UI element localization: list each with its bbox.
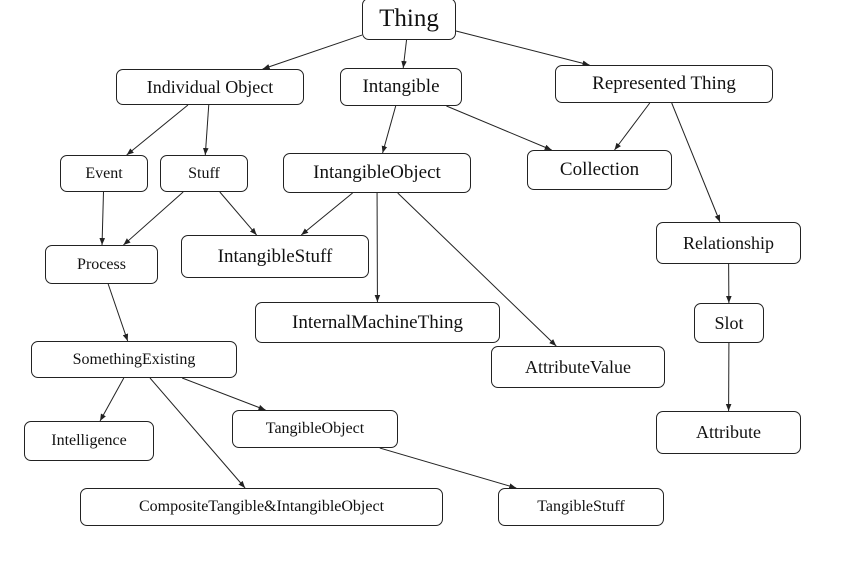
edge-intangible-to-collection <box>446 105 552 151</box>
edge-thing-to-intangible <box>401 39 408 69</box>
edge-something-existing-to-intelligence <box>99 377 125 422</box>
node-relationship: Relationship <box>656 222 801 264</box>
edge-represented-thing-to-relationship <box>671 102 721 223</box>
node-process: Process <box>45 245 158 284</box>
node-attribute-value: AttributeValue <box>491 346 665 388</box>
node-represented-thing: Represented Thing <box>555 65 773 103</box>
node-tangible-stuff: TangibleStuff <box>498 488 664 526</box>
edge-something-existing-to-tangible-object <box>182 377 266 411</box>
node-attribute: Attribute <box>656 411 801 454</box>
edge-stuff-to-intangible-stuff <box>219 191 257 236</box>
edge-tangible-object-to-tangible-stuff <box>379 447 517 489</box>
node-intangible-stuff: IntangibleStuff <box>181 235 369 278</box>
node-tangible-object: TangibleObject <box>232 410 398 448</box>
edge-thing-to-individual-object <box>262 34 363 70</box>
node-something-existing: SomethingExisting <box>31 341 237 378</box>
node-intangible-object: IntangibleObject <box>283 153 471 193</box>
node-stuff: Stuff <box>160 155 248 192</box>
edge-intangible-to-intangible-object <box>381 105 397 154</box>
node-thing: Thing <box>362 0 456 40</box>
node-composite-tangible-intangible-object: CompositeTangible&IntangibleObject <box>80 488 443 526</box>
edge-individual-object-to-event <box>126 104 189 156</box>
node-intelligence: Intelligence <box>24 421 154 461</box>
node-slot: Slot <box>694 303 764 343</box>
edge-thing-to-represented-thing <box>455 30 590 66</box>
node-event: Event <box>60 155 148 192</box>
edge-event-to-process <box>99 191 106 246</box>
edge-process-to-something-existing <box>107 283 129 342</box>
node-collection: Collection <box>527 150 672 190</box>
edge-stuff-to-process <box>123 191 184 246</box>
edge-something-existing-to-composite <box>149 377 246 489</box>
edge-represented-thing-to-collection <box>614 102 651 151</box>
node-individual-object: Individual Object <box>116 69 304 105</box>
edge-intangible-object-to-intangible-stuff <box>300 192 353 236</box>
edge-intangible-object-to-attribute-value <box>397 192 557 347</box>
node-internal-machine-thing: InternalMachineThing <box>255 302 500 343</box>
node-intangible: Intangible <box>340 68 462 106</box>
edge-individual-object-to-stuff <box>202 104 210 156</box>
